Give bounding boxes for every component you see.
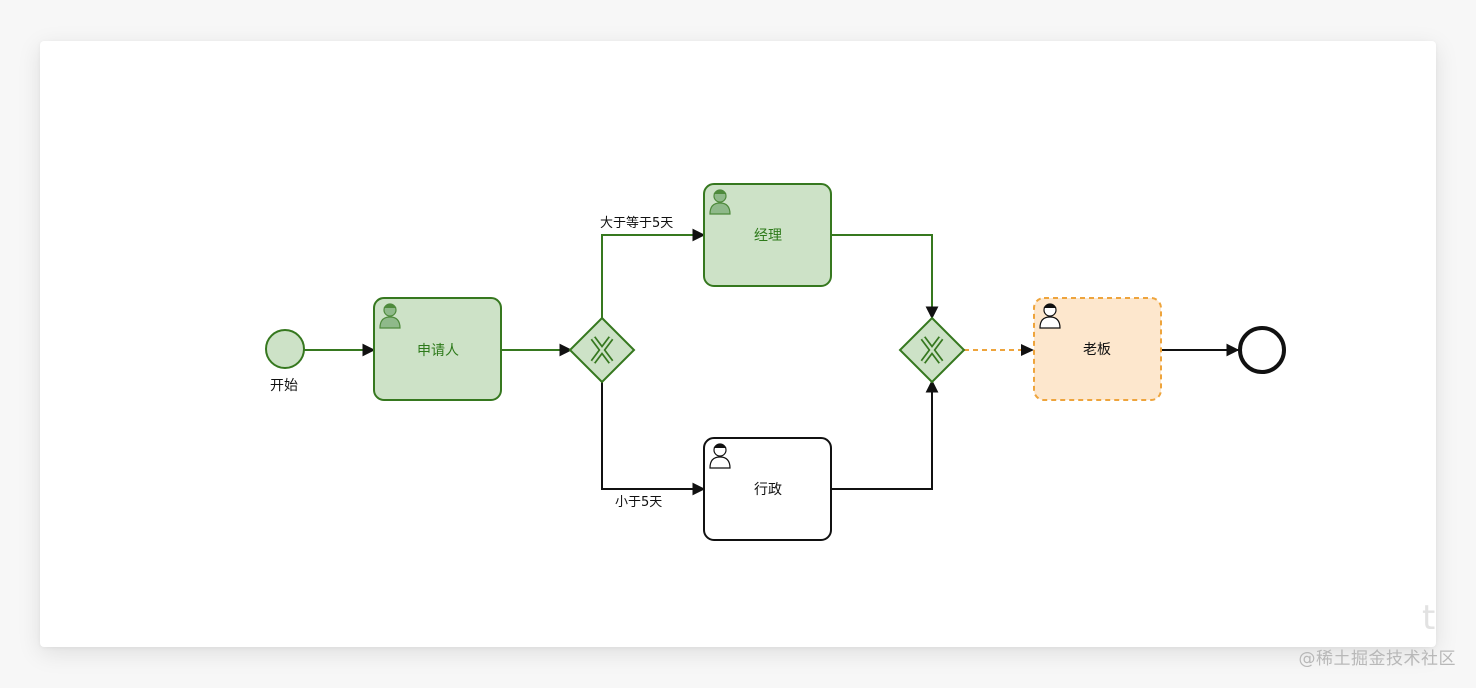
start-event[interactable] xyxy=(265,329,305,369)
task-manager[interactable]: 经理 xyxy=(703,183,832,287)
task-admin-label: 行政 xyxy=(754,482,782,498)
task-boss-label: 老板 xyxy=(1083,342,1111,358)
user-icon xyxy=(709,443,731,469)
edge-gateway-to-manager[interactable] xyxy=(601,228,706,318)
task-applicant-label: 申请人 xyxy=(417,343,459,359)
user-icon xyxy=(709,189,731,215)
edge-admin-to-gateway[interactable] xyxy=(831,379,939,490)
task-applicant[interactable]: 申请人 xyxy=(373,297,502,401)
x-mark-icon xyxy=(590,336,614,364)
user-icon xyxy=(379,303,401,329)
edge-label-to-admin: 小于5天 xyxy=(615,495,662,510)
watermark: @稀土掘金技术社区 xyxy=(1298,649,1456,669)
task-admin[interactable]: 行政 xyxy=(703,437,832,541)
edge-gateway-to-boss-arrow xyxy=(1021,344,1034,356)
exclusive-gateway-join[interactable] xyxy=(898,316,966,384)
task-boss[interactable]: 老板 xyxy=(1033,297,1162,401)
x-mark-icon xyxy=(920,336,944,364)
edges xyxy=(304,228,1240,496)
user-icon xyxy=(1039,303,1061,329)
edge-label-to-manager: 大于等于5天 xyxy=(600,215,673,231)
end-event[interactable] xyxy=(1238,326,1286,374)
start-event-label: 开始 xyxy=(270,378,298,394)
edge-manager-to-gateway[interactable] xyxy=(831,234,939,320)
exclusive-gateway-split[interactable] xyxy=(568,316,636,384)
edge-gateway-to-admin[interactable] xyxy=(601,381,706,496)
task-manager-label: 经理 xyxy=(754,228,782,244)
corner-glyph: t xyxy=(1422,598,1436,638)
